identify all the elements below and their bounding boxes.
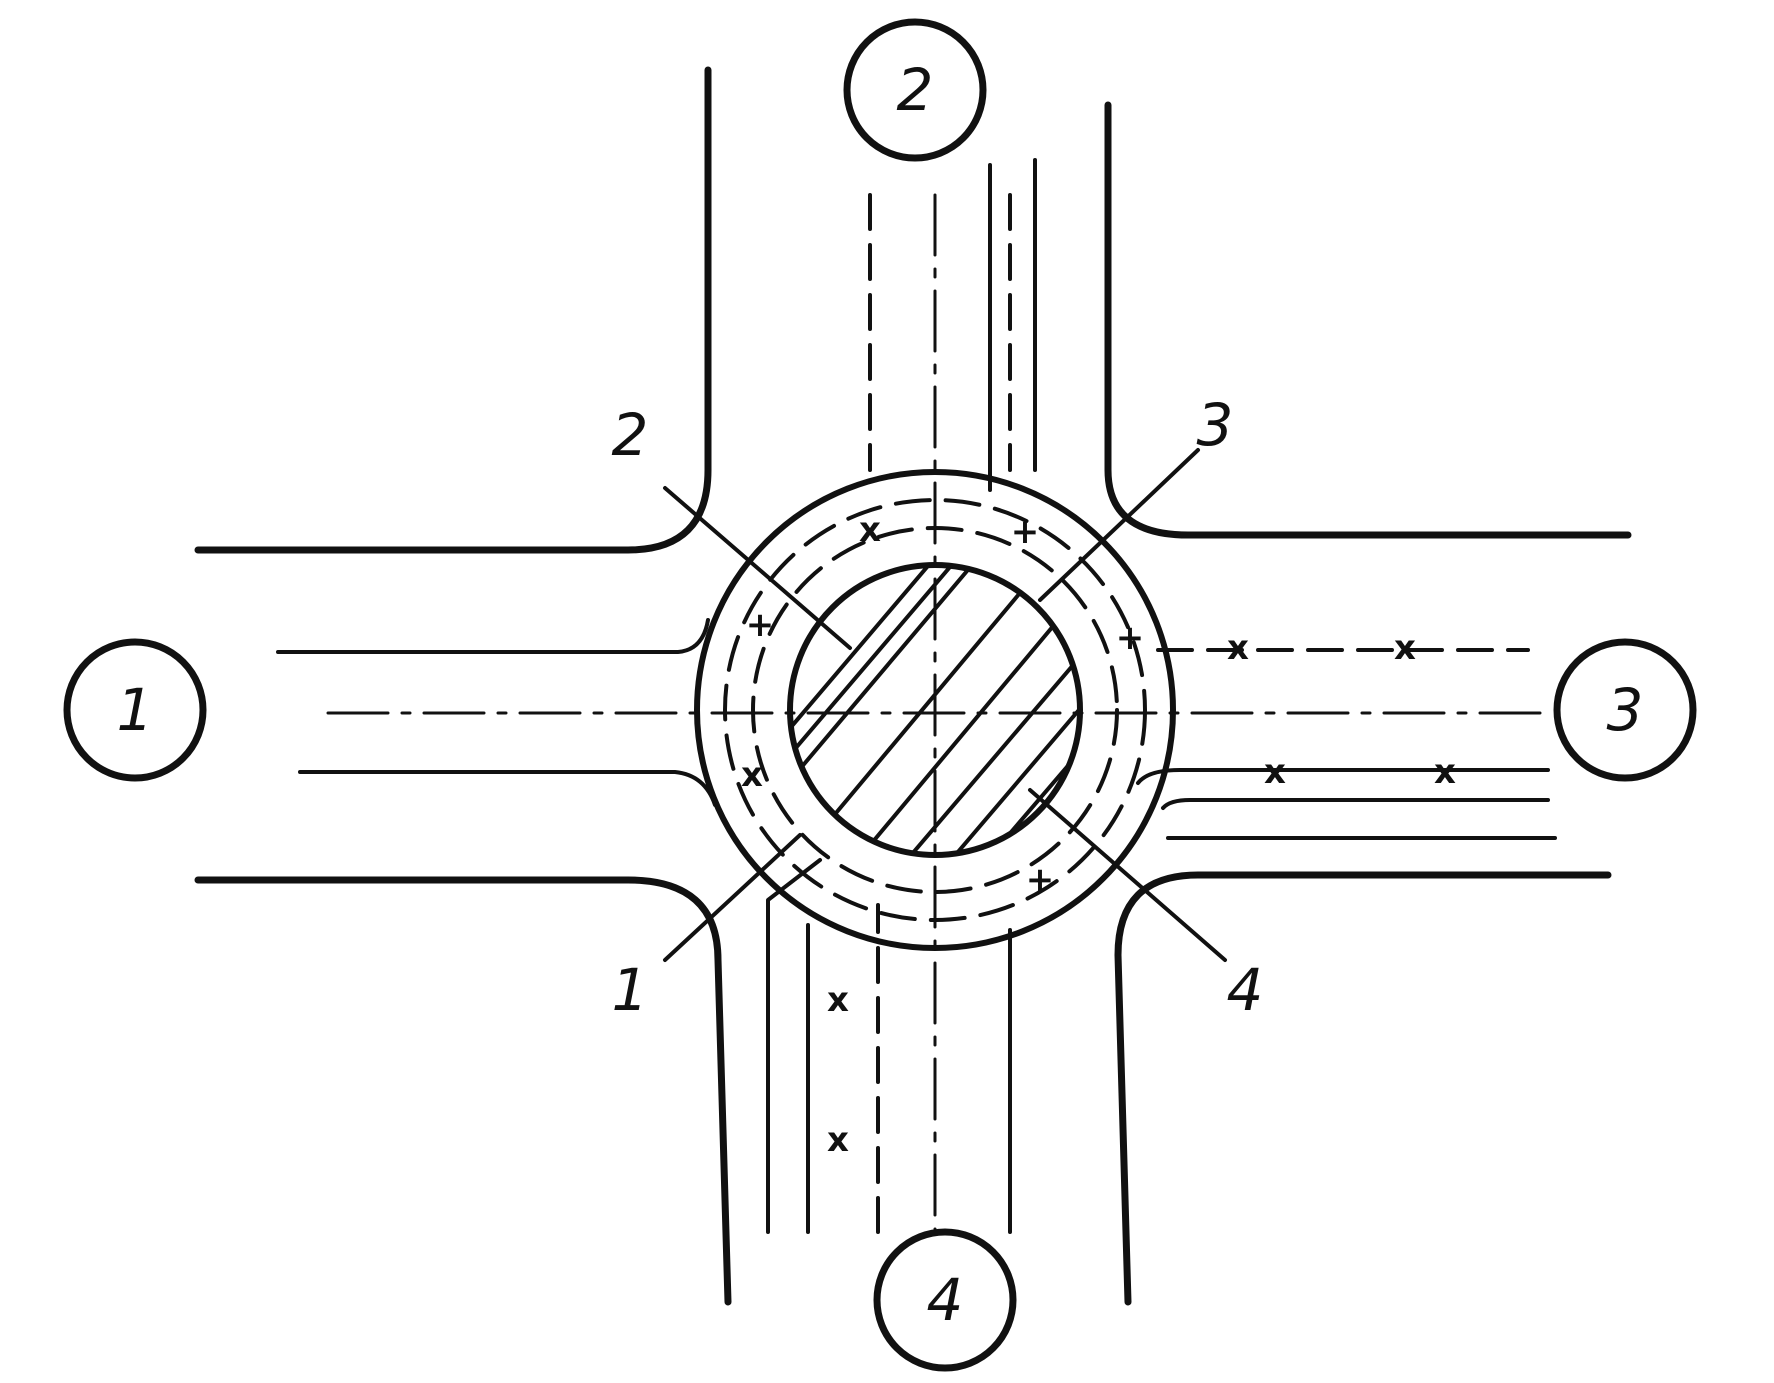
lane-mark-cross: x <box>1394 628 1416 668</box>
lane-mark-plus: + <box>1116 618 1145 658</box>
lane-mark-cross: x <box>827 980 849 1020</box>
lane-mark-cross: x <box>1227 628 1249 668</box>
lane-mark-cross: x <box>1264 752 1286 792</box>
callout-label-1: 1 <box>612 956 649 1024</box>
callout-labels: 2 3 1 4 <box>612 391 1264 1024</box>
callout-label-2: 2 <box>612 401 649 469</box>
road-edges <box>194 66 1632 1306</box>
approach-label-2: 2 <box>897 56 934 124</box>
callout-label-4: 4 <box>1227 956 1264 1024</box>
lane-dashes <box>868 193 1530 1234</box>
lane-mark-cross: x <box>1434 752 1456 792</box>
lane-mark-plus: + <box>746 605 775 645</box>
approach-inner-edges <box>276 158 1557 1234</box>
lane-mark-cross: x <box>827 1120 849 1160</box>
leader-lines <box>663 448 1227 962</box>
lane-mark-cross: x <box>859 510 881 550</box>
approach-label-4: 4 <box>927 1266 964 1334</box>
approach-label-1: 1 <box>117 676 154 744</box>
approach-label-3: 3 <box>1607 676 1644 744</box>
callout-label-3: 3 <box>1197 391 1234 459</box>
lane-mark-plus: + <box>1026 860 1055 900</box>
central-island <box>787 562 1083 858</box>
centre-lines <box>326 193 1550 1234</box>
lane-marks: x + + + x x x x x + x x <box>741 510 1456 1160</box>
lane-mark-cross: x <box>741 755 763 795</box>
lane-mark-plus: + <box>1011 512 1040 552</box>
approach-badges: 1 2 3 4 <box>63 18 1697 1372</box>
roundabout-ring <box>694 469 1176 951</box>
